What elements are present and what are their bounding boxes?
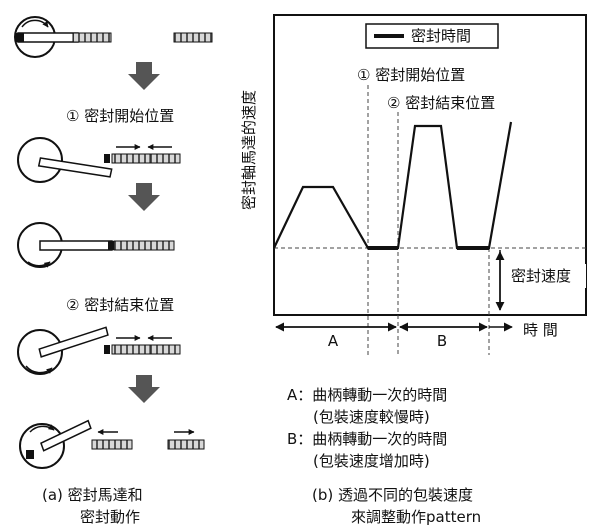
legend-label: 密封時間 (411, 27, 471, 45)
caption-a-line2: 密封動作 (80, 508, 140, 526)
seal-speed-label: 密封速度 (511, 267, 571, 285)
mechanism-state-release (19, 419, 205, 469)
x-axis-label: 時 間 (523, 321, 558, 339)
mechanism-state-seal-end (17, 326, 181, 375)
caption-b-line1: (b) 透過不同的包裝速度 (312, 486, 473, 504)
note-a-line1: A：曲柄轉動一次的時間 (287, 386, 447, 404)
step-label-seal-end: ② 密封結束位置 (66, 296, 174, 314)
legend: 密封時間 (365, 23, 499, 49)
note-b-line1: B：曲柄轉動一次的時間 (287, 430, 447, 448)
down-arrow-icon (128, 62, 160, 90)
mechanism-state-seal-start (17, 137, 181, 183)
period-b-label: B (437, 332, 447, 350)
y-axis-label: 密封軸馬達的速度 (240, 90, 258, 210)
down-arrow-icon (128, 375, 160, 403)
seal-speed-label-bg (507, 264, 586, 288)
mechanism-state-sealing (17, 222, 175, 268)
annotation-seal-start: ① 密封開始位置 (357, 66, 465, 84)
annotation-seal-end: ② 密封結束位置 (387, 94, 495, 112)
note-a-line2: (包裝速度較慢時) (313, 408, 430, 426)
mechanism-state-initial (14, 16, 213, 58)
note-b-line2: (包裝速度增加時) (313, 452, 430, 470)
caption-a-line1: (a) 密封馬達和 (42, 486, 143, 504)
down-arrow-icon (128, 183, 160, 211)
step-label-seal-start: ① 密封開始位置 (66, 107, 174, 125)
period-a-label: A (328, 332, 339, 350)
caption-b-line2: 來調整動作pattern (351, 508, 481, 526)
